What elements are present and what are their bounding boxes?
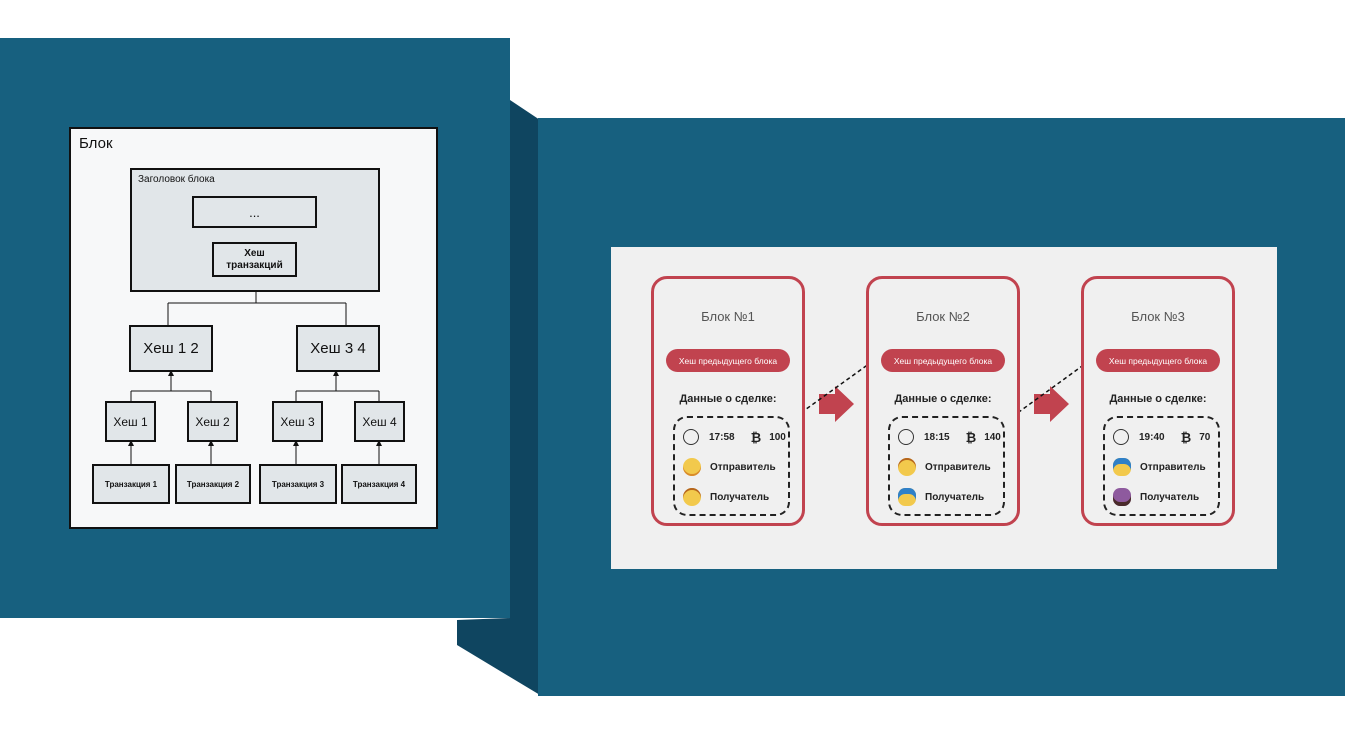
transaction-4-box: Транзакция 4 [341, 464, 417, 504]
header-ellipsis-box: ... [192, 196, 317, 228]
transaction-4-text: Транзакция 4 [352, 479, 406, 489]
sender-label: Отправитель [1140, 461, 1206, 473]
hash-1-box: Хеш 1 [105, 401, 156, 442]
receiver-row: Получатель [898, 488, 984, 506]
stopwatch-icon [683, 429, 699, 445]
transaction-1-text: Транзакция 1 [104, 479, 158, 489]
hash-1-text: Хеш 1 [113, 414, 148, 429]
deal-data-box: 19:40 ₿ 70 Отправитель Получатель [1103, 416, 1220, 516]
hash-12-text: Хеш 1 2 [143, 340, 199, 357]
transaction-2-text: Транзакция 2 [186, 479, 240, 489]
receiver-row: Получатель [1113, 488, 1199, 506]
deal-time: 18:15 [924, 431, 950, 443]
transaction-1-box: Транзакция 1 [92, 464, 170, 504]
right-arrow-2-icon [1034, 386, 1069, 422]
deal-data-box: 17:58 ₿ 100 Отправитель Получатель [673, 416, 790, 516]
receiver-label: Получатель [1140, 491, 1200, 503]
tx-hash-text: Хеш транзакций [226, 247, 283, 271]
hash-34-box: Хеш 3 4 [296, 325, 380, 372]
hash-12-box: Хеш 1 2 [129, 325, 213, 372]
tx-hash-box: Хеш транзакций [212, 242, 297, 277]
link-line-1 [783, 360, 874, 426]
deal-amount: 140 [984, 431, 1001, 443]
time-amount-row: 19:40 ₿ 70 [1113, 429, 1210, 445]
wizard-icon [1113, 458, 1131, 476]
block-card-2: Блок №2 Хеш предыдущего блока Данные о с… [866, 276, 1020, 526]
deal-data-title: Данные о сделке: [679, 393, 777, 405]
prev-hash-pill: Хеш предыдущего блока [666, 349, 790, 372]
right-arrow-1-icon [819, 386, 854, 422]
man-icon [898, 458, 916, 476]
panel-connector [457, 100, 540, 695]
receiver-label: Получатель [925, 491, 985, 503]
hash-3-box: Хеш 3 [272, 401, 323, 442]
sender-row: Отправитель [1113, 458, 1206, 476]
blockchain-diagram: Блок №1 Хеш предыдущего блока Данные о с… [611, 247, 1277, 569]
sender-row: Отправитель [683, 458, 776, 476]
sender-row: Отправитель [898, 458, 991, 476]
transaction-3-text: Транзакция 3 [271, 479, 325, 489]
block-card-3: Блок №3 Хеш предыдущего блока Данные о с… [1081, 276, 1235, 526]
deal-amount: 70 [1199, 431, 1211, 443]
sender-label: Отправитель [710, 461, 776, 473]
hash-2-text: Хеш 2 [195, 414, 230, 429]
ellipsis-text: ... [249, 204, 260, 220]
bitcoin-icon: ₿ [750, 429, 762, 445]
block-card-title: Блок №2 [916, 309, 970, 324]
receiver-label: Получатель [710, 491, 770, 503]
hash-3-text: Хеш 3 [280, 414, 315, 429]
prev-hash-pill: Хеш предыдущего блока [881, 349, 1005, 372]
block-card-1: Блок №1 Хеш предыдущего блока Данные о с… [651, 276, 805, 526]
woman-dark-icon [1113, 488, 1131, 506]
block-title: Блок [79, 135, 113, 152]
bitcoin-icon: ₿ [965, 429, 977, 445]
wizard-icon [898, 488, 916, 506]
time-amount-row: 17:58 ₿ 100 [683, 429, 786, 445]
deal-time: 19:40 [1139, 431, 1165, 443]
transaction-3-box: Транзакция 3 [259, 464, 337, 504]
block-header-label: Заголовок блока [138, 174, 215, 185]
deal-amount: 100 [769, 431, 786, 443]
sender-label: Отправитель [925, 461, 991, 473]
block-diagram: Блок Заголовок блока ... Хеш транзакций … [69, 127, 438, 529]
block-card-title: Блок №3 [1131, 309, 1185, 324]
deal-data-box: 18:15 ₿ 140 Отправитель Получатель [888, 416, 1005, 516]
hash-34-text: Хеш 3 4 [310, 340, 366, 357]
transaction-2-box: Транзакция 2 [175, 464, 251, 504]
hash-4-text: Хеш 4 [362, 414, 397, 429]
time-amount-row: 18:15 ₿ 140 [898, 429, 1001, 445]
bitcoin-icon: ₿ [1180, 429, 1192, 445]
block-card-title: Блок №1 [701, 309, 755, 324]
stopwatch-icon [1113, 429, 1129, 445]
deal-data-title: Данные о сделке: [1109, 393, 1207, 405]
deal-time: 17:58 [709, 431, 735, 443]
hash-4-box: Хеш 4 [354, 401, 405, 442]
deal-data-title: Данные о сделке: [894, 393, 992, 405]
man-icon [683, 488, 701, 506]
hash-2-box: Хеш 2 [187, 401, 238, 442]
block-header: Заголовок блока ... Хеш транзакций [130, 168, 380, 292]
stopwatch-icon [898, 429, 914, 445]
prev-hash-pill: Хеш предыдущего блока [1096, 349, 1220, 372]
woman-icon [683, 458, 701, 476]
receiver-row: Получатель [683, 488, 769, 506]
